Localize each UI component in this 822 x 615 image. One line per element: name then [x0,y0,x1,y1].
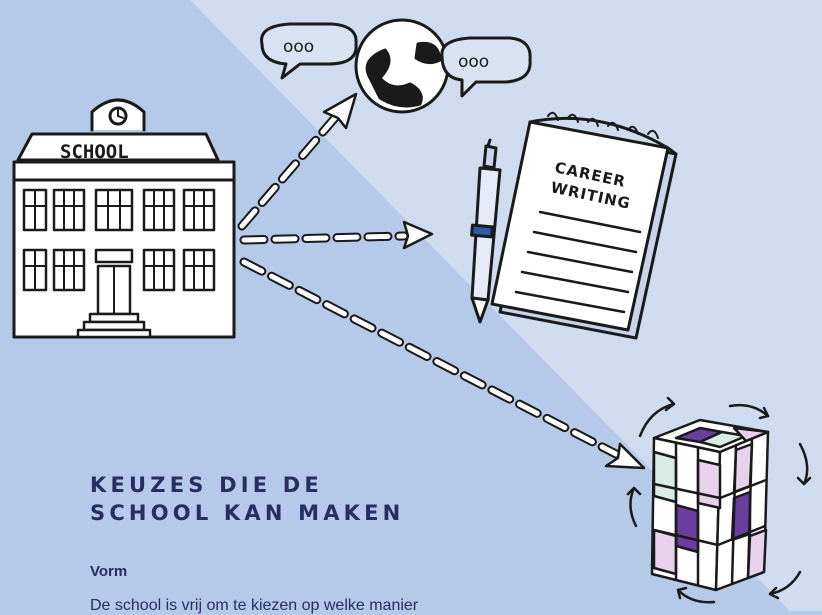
pen-icon [470,138,502,324]
school-sign-text: SCHOOL [60,141,129,163]
puzzle-cube-icon [626,396,812,604]
arrow-to-cube [239,257,646,470]
speech-bubble-right-text: ooo [458,52,489,72]
section-heading-line1: KEUZES DIE DE [90,473,323,497]
speech-bubble-left-text: ooo [283,37,314,57]
speech-bubble-left-icon [260,22,358,80]
speech-bubble-right-icon [440,36,532,98]
rotation-arrows [626,396,812,604]
section-heading: KEUZES DIE DE SCHOOL KAN MAKEN [90,471,404,527]
school-building-icon: SCHOOL [12,98,236,339]
body-paragraph: De school is vrij om te kiezen op welke … [90,597,419,614]
arrow-to-conversation [237,92,358,231]
notebook-icon: CAREER WRITING [490,111,678,340]
subheading-vorm: Vorm [90,563,128,580]
arrow-to-writing [239,220,434,250]
conversation-icon: ooo ooo [260,18,532,114]
section-heading-line2: SCHOOL KAN MAKEN [90,501,405,525]
